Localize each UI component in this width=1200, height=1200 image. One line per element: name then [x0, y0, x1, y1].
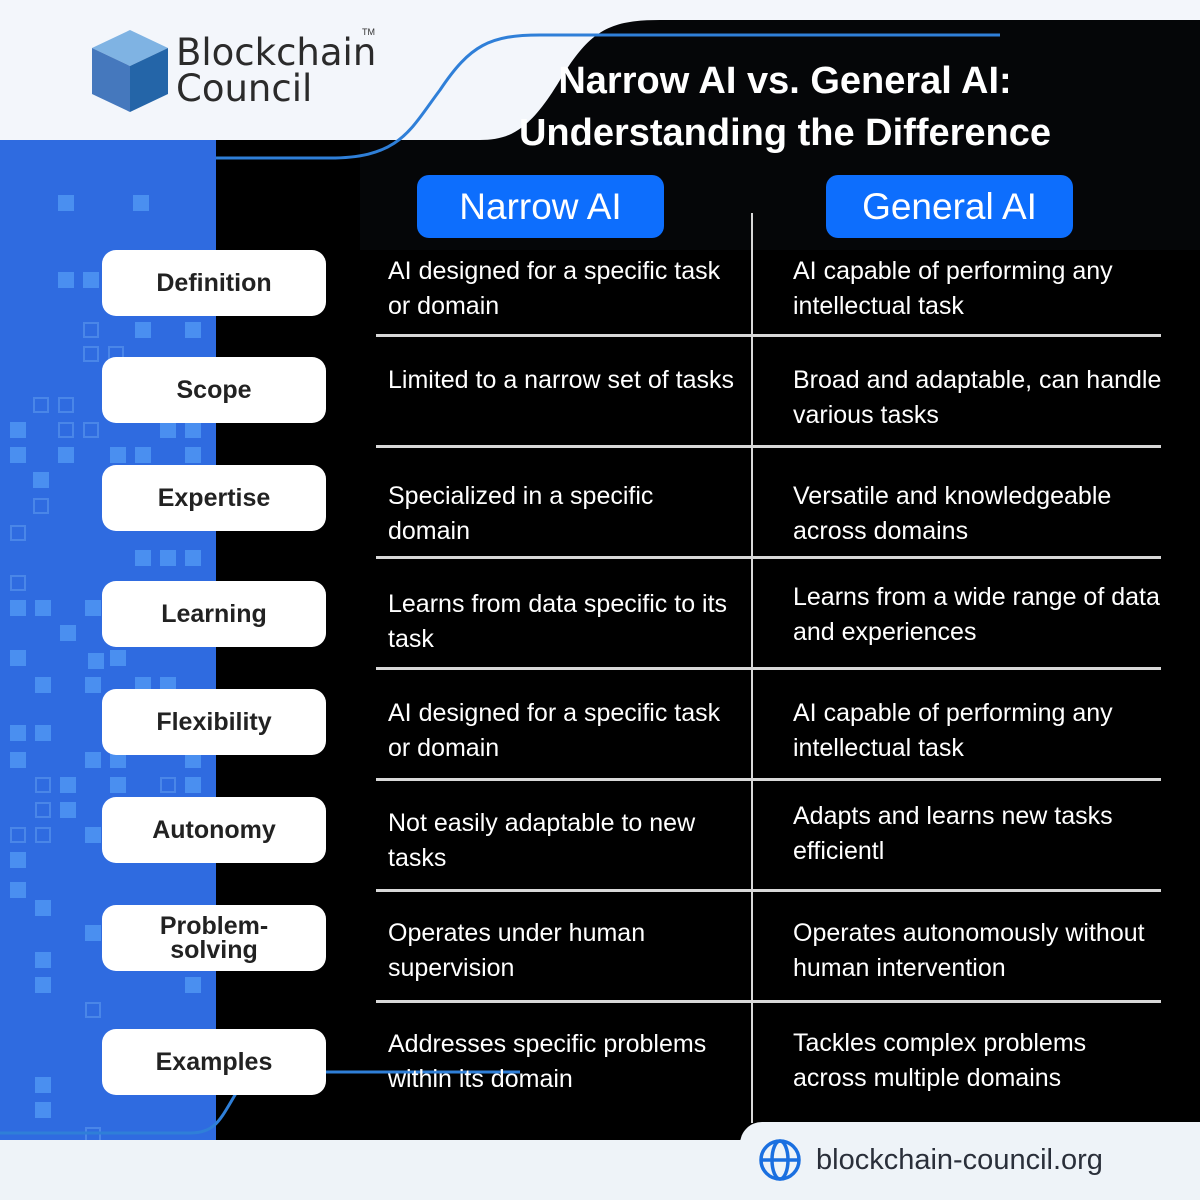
title-line2: Understanding the Difference: [518, 112, 1052, 154]
cell-general-expertise: Versatile and knowledgeable across domai…: [793, 482, 1112, 545]
cell-general-scope: Broad and adaptable, can handle various …: [793, 366, 1162, 429]
cube-icon: [92, 30, 168, 112]
cell-general-learning: Learns from a wide range of data and exp…: [793, 583, 1160, 646]
row-divider: [376, 889, 1161, 892]
row-label-learning: Learning: [102, 581, 326, 647]
title-line1: Narrow AI vs. General AI:: [558, 60, 1012, 102]
cell-narrow-autonomy: Not easily adaptable to new tasks: [388, 809, 696, 872]
row-divider: [376, 778, 1161, 781]
website-link[interactable]: blockchain-council.org: [758, 1138, 1103, 1182]
cell-narrow-problem-solving: Operates under human supervision: [388, 919, 646, 982]
cell-general-autonomy: Adapts and learns new tasks efficientl: [793, 802, 1113, 865]
globe-icon: [759, 1139, 801, 1181]
row-divider: [376, 1000, 1161, 1003]
brand-name-line2: Council: [176, 67, 313, 110]
cell-narrow-definition: AI designed for a specific task or domai…: [388, 257, 721, 320]
row-divider: [376, 556, 1161, 559]
cell-general-flexibility: AI capable of performing any intellectua…: [793, 699, 1113, 762]
cell-narrow-examples: Addresses specific problems within its d…: [388, 1030, 707, 1093]
row-label-flexibility: Flexibility: [102, 689, 326, 755]
row-label-expertise: Expertise: [102, 465, 326, 531]
row-label-definition: Definition: [102, 250, 326, 316]
brand-logo[interactable]: Blockchain Council: [92, 30, 376, 112]
website-url[interactable]: blockchain-council.org: [816, 1143, 1103, 1176]
row-label-scope: Scope: [102, 357, 326, 423]
row-label-autonomy: Autonomy: [102, 797, 326, 863]
row-divider: [376, 667, 1161, 670]
footer-url-box: [740, 1122, 1200, 1200]
cell-narrow-flexibility: AI designed for a specific task or domai…: [388, 699, 721, 762]
cell-general-problem-solving: Operates autonomously without human inte…: [793, 919, 1145, 982]
column-header-general-ai: General AI: [826, 175, 1073, 238]
row-label-problem-solving: Problem-solving: [102, 905, 326, 971]
page-title: Narrow AI vs. General AI: Understanding …: [470, 55, 1100, 159]
column-header-narrow-ai: Narrow AI: [417, 175, 664, 238]
brand-name-line1: Blockchain: [176, 31, 377, 74]
cell-narrow-learning: Learns from data specific to its task: [388, 590, 728, 653]
cell-narrow-scope: Limited to a narrow set of tasks: [388, 366, 734, 394]
cell-general-definition: AI capable of performing any intellectua…: [793, 257, 1113, 320]
row-label-examples: Examples: [102, 1029, 326, 1095]
row-divider: [376, 334, 1161, 337]
row-divider: [376, 445, 1161, 448]
trademark-mark: TM: [362, 27, 375, 37]
cell-general-examples: Tackles complex problems across multiple…: [793, 1029, 1087, 1092]
cell-narrow-expertise: Specialized in a specific domain: [388, 482, 654, 545]
